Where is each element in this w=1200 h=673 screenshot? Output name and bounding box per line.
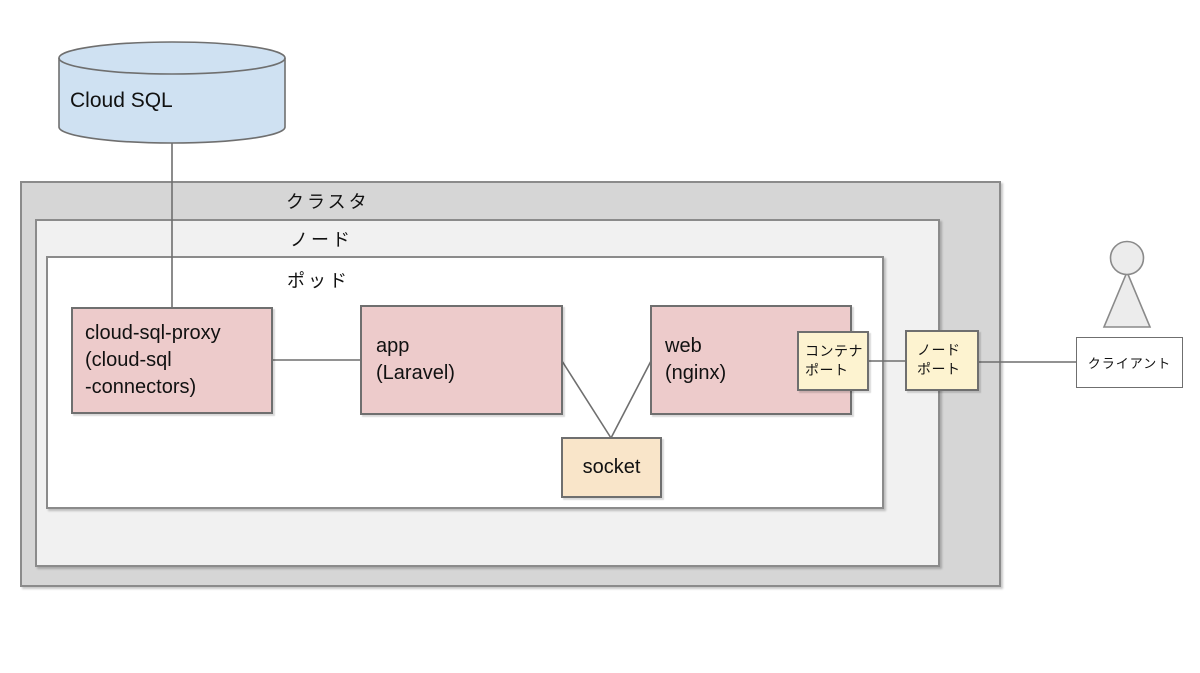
app-label-line2: (Laravel) (376, 362, 455, 384)
container-port-label-line1: コンテナ (805, 343, 863, 359)
proxy-label-line2: (cloud-sql (85, 349, 172, 371)
container-port-box: コンテナ ポート (797, 331, 869, 391)
cloud-sql-label: Cloud SQL (70, 89, 173, 112)
node-port-label-line1: ノード (917, 342, 961, 358)
database-cylinder-icon: Cloud SQL (58, 41, 286, 144)
socket-label: socket (582, 456, 641, 478)
node-port-box: ノード ポート (905, 330, 979, 391)
web-label-line2: (nginx) (665, 362, 727, 384)
node-label: ノード (290, 230, 353, 250)
socket-box: socket (561, 437, 662, 498)
client-box: クライアント (1076, 337, 1183, 388)
person-icon (1102, 240, 1152, 328)
node-port-label-line2: ポート (917, 361, 961, 377)
proxy-label-line1: cloud-sql-proxy (85, 322, 221, 344)
proxy-label-line3: -connectors) (85, 376, 197, 398)
app-laravel-box: app (Laravel) (360, 305, 563, 415)
app-label-line1: app (376, 335, 410, 357)
client-label: クライアント (1087, 356, 1172, 371)
cloud-sql-proxy-box: cloud-sql-proxy (cloud-sql -connectors) (71, 307, 273, 414)
container-port-label-line2: ポート (805, 362, 849, 378)
cluster-label: クラスタ (286, 192, 370, 212)
pod-label: ポッド (287, 271, 350, 291)
web-label-line1: web (665, 335, 702, 357)
